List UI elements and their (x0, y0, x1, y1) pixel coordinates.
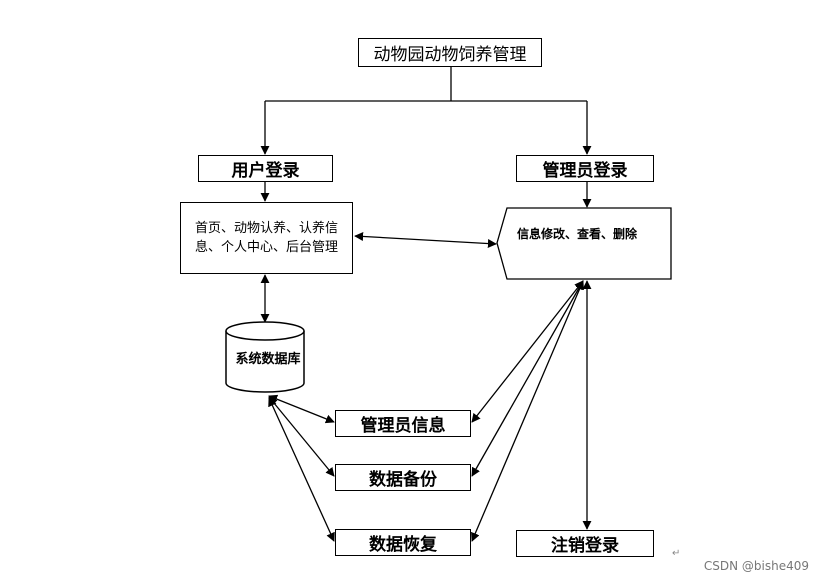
arrow-admin-functions-restore (471, 280, 584, 542)
arrow-admin-functions-admin-info (471, 280, 584, 423)
data-restore-box: 数据恢复 (335, 529, 471, 556)
admin-info-box: 管理员信息 (335, 410, 471, 437)
user-functions-box: 首页、动物认养、认养信息、个人中心、后台管理 (180, 202, 353, 274)
arrow-database-restore (268, 397, 335, 542)
arrow-admin-functions-backup (471, 280, 584, 477)
paragraph-return-mark: ↵ (672, 548, 681, 559)
admin-functions-shape (496, 207, 672, 280)
database-label: 系统数据库 (235, 352, 301, 367)
logout-box: 注销登录 (516, 530, 654, 557)
user-login-box: 用户登录 (198, 155, 333, 182)
diagram-title: 动物园动物饲养管理 (358, 38, 542, 67)
admin-login-box: 管理员登录 (516, 155, 654, 182)
watermark-text: CSDN @bishe409 (703, 559, 809, 573)
admin-functions-label: 信息修改、查看、删除 (517, 227, 638, 241)
arrow-user-admin-functions (354, 231, 497, 249)
data-backup-box: 数据备份 (335, 464, 471, 491)
database-cylinder-icon (225, 321, 305, 393)
